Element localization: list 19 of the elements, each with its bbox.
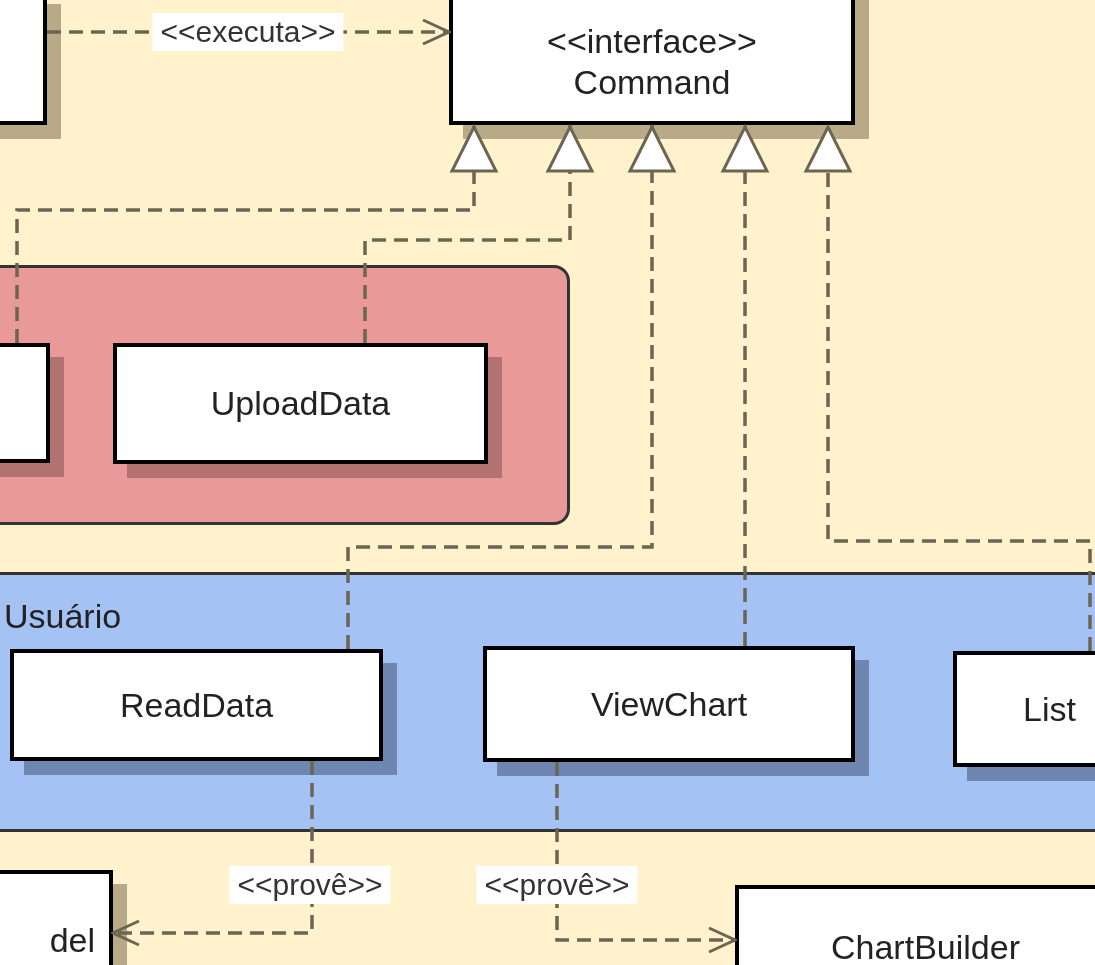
dependency-arrow (555, 762, 737, 954)
realization-arrow (363, 125, 594, 343)
edge-label: <<provê>> (476, 866, 638, 904)
edge-label: <<provê>> (229, 866, 391, 904)
class-name: ChartBuilder (831, 927, 1020, 965)
lane-title: Usuário (4, 597, 122, 636)
realization-arrow (721, 125, 769, 646)
realization-arrow (804, 125, 1092, 651)
dependency-arrow (111, 761, 314, 947)
class-name: del (49, 919, 95, 961)
swimlane-band (0, 572, 1095, 832)
realization-arrow (15, 125, 498, 343)
class-name: UploadData (210, 383, 391, 424)
edge-label: <<executa>> (152, 13, 344, 51)
class-name: List (1023, 688, 1076, 730)
class-name: ReadData (119, 684, 274, 726)
class-name: <<interface>> Command (546, 21, 758, 103)
realization-arrow (346, 125, 676, 649)
class-name: ViewChart (590, 683, 748, 725)
